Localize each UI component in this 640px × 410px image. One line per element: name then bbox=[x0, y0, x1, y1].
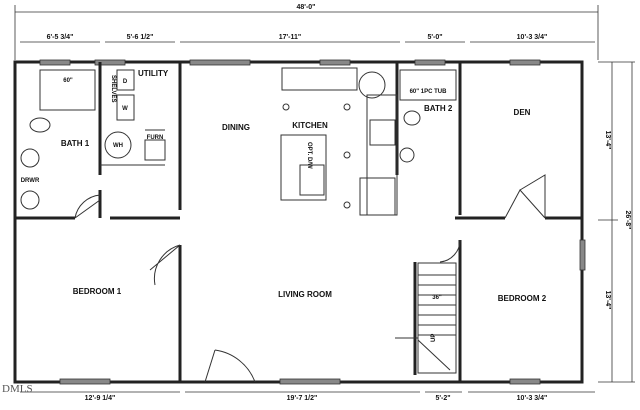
dryer-label: D bbox=[123, 79, 128, 85]
dim-bottom-3: 5'-2" bbox=[435, 395, 450, 402]
room-bedroom2: BEDROOM 2 bbox=[498, 294, 547, 303]
water-heater-label: WH bbox=[113, 143, 123, 149]
drawer-label: DRWR bbox=[21, 178, 40, 184]
dim-overall-depth: 26'-8" bbox=[624, 211, 631, 230]
dimension-lines bbox=[14, 5, 635, 393]
dim-top-4: 5'-0" bbox=[427, 34, 442, 41]
tub bbox=[399, 69, 457, 101]
dim-top-3: 17'-11" bbox=[279, 34, 302, 41]
dim-bottom-4: 10'-3 3/4" bbox=[517, 395, 548, 402]
furnace-label: FURN bbox=[147, 135, 164, 141]
toilet-icon bbox=[29, 117, 51, 133]
washer-label: W bbox=[122, 106, 128, 112]
room-den: DEN bbox=[514, 108, 531, 117]
room-dining: DINING bbox=[222, 123, 250, 132]
dim-top-2: 5'-6 1/2" bbox=[127, 34, 154, 41]
room-living: LIVING ROOM bbox=[278, 290, 332, 299]
sink-icon bbox=[399, 147, 415, 163]
dim-bottom-2: 19'-7 1/2" bbox=[287, 395, 318, 402]
watermark: DMLS bbox=[2, 383, 33, 395]
water-heater bbox=[104, 131, 132, 159]
range-icon bbox=[369, 119, 396, 146]
stair-up-label: UP bbox=[431, 334, 437, 342]
dishwasher-label: OPT. D/W bbox=[306, 142, 312, 169]
interior-walls bbox=[15, 62, 582, 382]
tub-label: 60" 1PC TUB bbox=[410, 89, 448, 95]
upper-cabinets bbox=[281, 67, 358, 91]
sink-icon bbox=[20, 148, 40, 168]
shower bbox=[39, 69, 96, 111]
dim-right-1: 13'-4" bbox=[604, 131, 611, 150]
shower-label: 60" bbox=[63, 78, 73, 84]
dim-right-2: 13'-4" bbox=[604, 291, 611, 310]
room-bedroom1: BEDROOM 1 bbox=[73, 287, 122, 296]
sink-icon bbox=[20, 190, 40, 210]
kitchen-island bbox=[280, 134, 327, 201]
stair-width-label: 36" bbox=[432, 295, 442, 301]
dim-bottom-1: 12'-9 1/4" bbox=[85, 395, 116, 402]
staircase bbox=[395, 262, 457, 374]
room-bath2: BATH 2 bbox=[424, 104, 453, 113]
kitchen-sink bbox=[299, 164, 325, 196]
dim-top-1: 6'-5 3/4" bbox=[47, 34, 74, 41]
shelves-label: SHELVES bbox=[110, 75, 116, 103]
room-kitchen: KITCHEN bbox=[292, 121, 328, 130]
room-utility: UTILITY bbox=[138, 69, 169, 78]
dim-top-5: 10'-3 3/4" bbox=[517, 34, 548, 41]
refrigerator bbox=[359, 177, 396, 216]
counter bbox=[366, 94, 398, 216]
room-bath1: BATH 1 bbox=[61, 139, 90, 148]
windows bbox=[39, 59, 586, 385]
dim-overall-width: 48'-0" bbox=[297, 4, 316, 11]
furnace bbox=[144, 139, 166, 161]
doors bbox=[74, 174, 546, 383]
ceiling-lights bbox=[282, 103, 351, 209]
lazy-susan bbox=[358, 71, 386, 99]
toilet-icon bbox=[403, 110, 421, 126]
